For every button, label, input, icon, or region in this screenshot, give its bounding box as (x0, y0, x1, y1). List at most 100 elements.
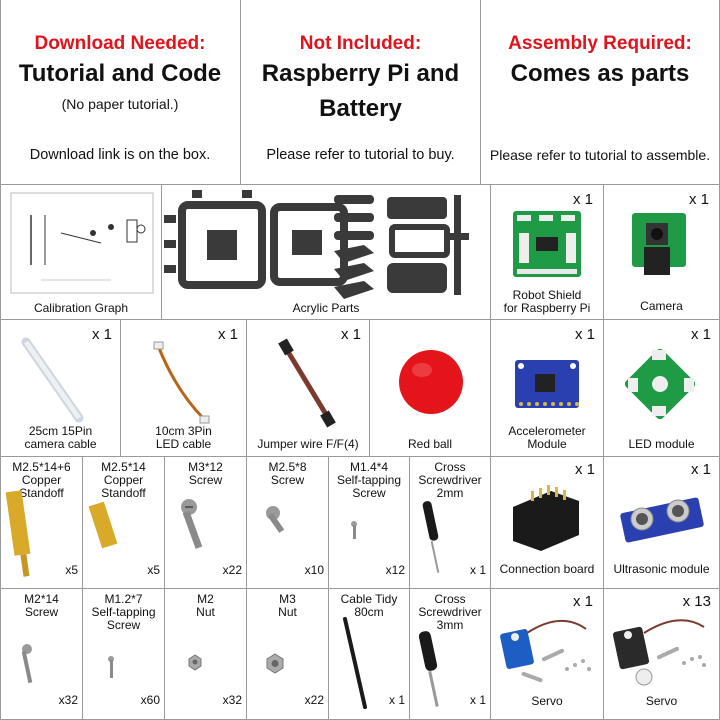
cell-m12-screw: M1.2*7 Self-tapping Screw x60 (83, 589, 164, 719)
cell-camera-cable: x 1 25cm 15Pin camera cable (1, 320, 120, 456)
standoff-14-l1: M2.5*14 (101, 460, 146, 474)
m25-screw-l2: Screw (270, 473, 305, 487)
led-module-label: LED module (628, 437, 695, 451)
not-included-panel: Not Included: Raspberry Pi and Battery P… (241, 0, 480, 185)
servo-1-image (500, 619, 591, 683)
cell-cable-tidy: Cable Tidy 80cm x 1 (329, 589, 409, 719)
m2-nut-qty: x32 (222, 693, 242, 707)
cell-m2-nut: M2 Nut x32 (165, 589, 246, 719)
cell-red-ball: Red ball (370, 320, 490, 456)
screwdriver-3mm-qty: x 1 (469, 693, 486, 707)
cable-tidy-l2: 80cm (354, 605, 384, 619)
servo-1-qty: x 1 (572, 593, 593, 610)
m3-screw-l1: M3*12 (188, 460, 223, 474)
red-ball-label: Red ball (407, 437, 453, 451)
robot-shield-qty: x 1 (572, 191, 593, 208)
not-included-note: Please refer to tutorial to buy. (266, 147, 455, 163)
download-needed-title: Tutorial and Code (18, 60, 222, 87)
m12-screw-qty: x60 (140, 693, 160, 707)
red-ball-image (399, 350, 463, 414)
standoff-14-qty: x5 (147, 563, 160, 577)
m3-nut-image (266, 653, 284, 674)
not-included-title-line1: Raspberry Pi and (261, 60, 460, 87)
m12-screw-l2: Self-tapping (91, 605, 156, 619)
camera-label: Camera (640, 299, 683, 313)
m2-nut-image (188, 654, 202, 671)
assembly-required-note: Please refer to tutorial to assemble. (489, 147, 711, 163)
download-needed-note: Download link is on the box. (29, 147, 211, 163)
servo-13-label: Servo (645, 694, 678, 708)
download-needed-heading: Download Needed: (34, 33, 206, 54)
led-module-qty: x 1 (690, 326, 711, 343)
cell-acrylic-parts: Acrylic Parts (162, 185, 490, 319)
camera-cable-qty: x 1 (91, 326, 112, 343)
screwdriver-3mm-image (418, 631, 439, 707)
not-included-title-line2: Battery (319, 95, 402, 122)
led-cable-label-line2: LED cable (155, 437, 212, 451)
cell-accelerometer: x 1 Accelerometer Module (491, 320, 603, 456)
standoff-14-image (88, 501, 118, 549)
m3-screw-qty: x22 (222, 563, 242, 577)
m2-nut-l2: Nut (196, 605, 215, 619)
m2-nut-l1: M2 (197, 592, 214, 606)
camera-cable-image (21, 337, 84, 423)
standoff-14-6-image (5, 490, 31, 577)
led-module-image (624, 348, 696, 420)
camera-cable-label-line1: 25cm 15Pin (28, 424, 93, 438)
screwdriver-3mm-l1: Cross (434, 592, 466, 606)
accelerometer-image (515, 360, 579, 408)
m3-nut-l2: Nut (278, 605, 297, 619)
m14-screw-qty: x12 (385, 563, 405, 577)
ultrasonic-qty: x 1 (690, 461, 711, 478)
cable-tidy-l1: Cable Tidy (340, 592, 398, 606)
cell-robot-shield: x 1 Robot Shield for Raspberry Pi (491, 185, 603, 319)
connection-board-qty: x 1 (574, 461, 595, 478)
cell-ultrasonic: x 1 Ultrasonic module (604, 457, 719, 588)
assembly-required-heading: Assembly Required: (508, 33, 692, 54)
screwdriver-2mm-image (422, 501, 440, 573)
cell-standoff-14: M2.5*14 Copper Standoff x5 (83, 457, 164, 588)
camera-image (632, 213, 686, 275)
connection-board-label: Connection board (499, 562, 595, 576)
jumper-wire-qty: x 1 (340, 326, 361, 343)
screwdriver-3mm-l2: Screwdriver (418, 605, 482, 619)
cell-led-cable: x 1 10cm 3Pin LED cable (121, 320, 246, 456)
cell-screwdriver-3mm: Cross Screwdriver 3mm x 1 (410, 589, 490, 719)
m12-screw-image (108, 656, 114, 678)
cell-led-module: x 1 LED module (604, 320, 719, 456)
servo-1-label: Servo (531, 694, 563, 708)
robot-shield-label-line1: Robot Shield (512, 288, 582, 302)
standoff-14-l2: Copper (103, 473, 144, 487)
cell-jumper-wire: x 1 Jumper wire F/F(4) (247, 320, 369, 456)
acrylic-parts-image (164, 190, 469, 299)
cell-servo-1: x 1 Servo (491, 589, 603, 719)
assembly-required-panel: Assembly Required: Comes as parts Please… (481, 0, 719, 185)
cell-camera: x 1 Camera (604, 185, 719, 319)
camera-cable-label-line2: camera cable (24, 437, 97, 451)
acrylic-parts-label: Acrylic Parts (292, 301, 360, 315)
servo-13-image (612, 619, 706, 686)
m14-screw-l3: Screw (352, 486, 386, 500)
cell-m2-screw: M2*14 Screw x32 (1, 589, 82, 719)
m3-screw-image (181, 499, 203, 549)
servo-13-qty: x 13 (682, 593, 711, 610)
screwdriver-2mm-qty: x 1 (469, 563, 486, 577)
jumper-wire-label: Jumper wire F/F(4) (257, 437, 359, 451)
standoff-14-6-l2: Copper (21, 473, 62, 487)
not-included-heading: Not Included: (299, 33, 422, 54)
cable-tidy-image (343, 617, 367, 709)
assembly-required-title: Comes as parts (510, 60, 690, 87)
m14-screw-image (351, 521, 357, 539)
cell-m14-screw: M1.4*4 Self-tapping Screw x12 (329, 457, 409, 588)
led-cable-image (153, 341, 210, 424)
cell-servo-13: x 13 Servo (604, 589, 719, 719)
standoff-14-6-l1: M2.5*14+6 (12, 460, 71, 474)
m12-screw-l1: M1.2*7 (104, 592, 143, 606)
cell-m25-screw: M2.5*8 Screw x10 (247, 457, 328, 588)
m14-screw-l1: M1.4*4 (349, 460, 389, 474)
m25-screw-l1: M2.5*8 (268, 460, 307, 474)
m25-screw-image (266, 506, 285, 533)
m3-nut-l1: M3 (279, 592, 296, 606)
calibration-graph-label: Calibration Graph (33, 301, 129, 315)
accelerometer-label-line2: Module (527, 437, 567, 451)
